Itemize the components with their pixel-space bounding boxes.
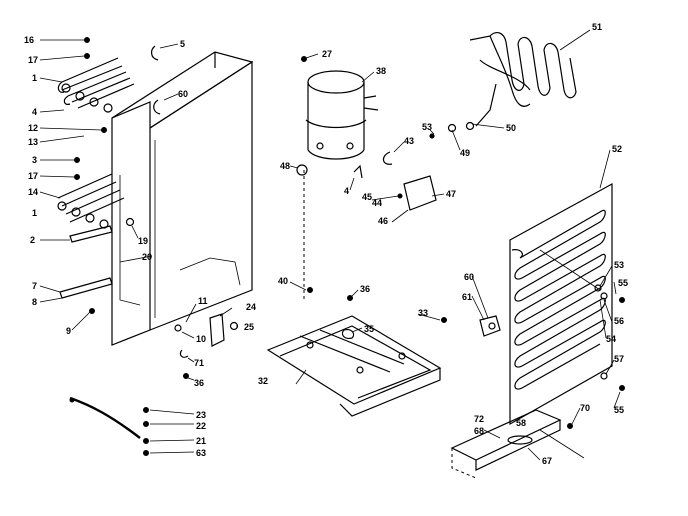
part-label: 45: [362, 192, 372, 202]
part-label: 4: [344, 186, 349, 196]
part-label: 47: [446, 189, 456, 199]
part-label: 38: [376, 66, 386, 76]
part-label: 10: [196, 334, 206, 344]
part-label: 71: [194, 358, 204, 368]
part-label: 3: [32, 155, 37, 165]
part-label: 2: [30, 235, 35, 245]
part-label: 54: [606, 334, 616, 344]
part-label: 1: [32, 208, 37, 218]
part-label: 67: [542, 456, 552, 466]
part-label: 40: [278, 276, 288, 286]
part-label: 68: [474, 426, 484, 436]
part-label: 17: [28, 171, 38, 181]
part-label: 55: [614, 405, 624, 415]
part-label: 36: [360, 284, 370, 294]
part-label: 19: [138, 236, 148, 246]
part-label: 27: [322, 49, 332, 59]
part-label: 53: [422, 122, 432, 132]
part-label: 43: [404, 136, 414, 146]
part-label: 12: [28, 123, 38, 133]
part-label: 70: [580, 403, 590, 413]
part-label: 22: [196, 421, 206, 431]
part-label: 72: [474, 414, 484, 424]
lower-condenser-rack: [57, 173, 125, 243]
part-label: 36: [194, 378, 204, 388]
left-fasteners: [74, 37, 239, 456]
part-label: 50: [506, 123, 516, 133]
part-label: 52: [612, 144, 622, 154]
part-label: 17: [28, 55, 38, 65]
part-label: 32: [258, 376, 268, 386]
part-label: 8: [32, 297, 37, 307]
drain-tray: [450, 409, 585, 479]
part-label: 48: [280, 161, 290, 171]
part-label: 5: [180, 39, 185, 49]
part-label: 23: [196, 410, 206, 420]
part-label: 14: [28, 187, 38, 197]
part-label: 13: [28, 137, 38, 147]
part-label: 56: [614, 316, 624, 326]
part-label: 44: [372, 198, 382, 208]
part-labels: 16 17 1 4 12 13 3 17 14 1 2 7 8 9 5 60 1…: [24, 22, 628, 466]
part-label: 25: [244, 322, 254, 332]
part-label: 53: [614, 260, 624, 270]
condenser-grid: [479, 182, 625, 429]
upper-condenser-rack: [57, 57, 135, 113]
evaporator-coil-top: [429, 32, 577, 139]
part-label: 11: [198, 296, 208, 306]
part-label: 63: [196, 448, 206, 458]
cabinet-shell: [111, 51, 254, 346]
part-label: 24: [246, 302, 256, 312]
part-label: 60: [464, 272, 474, 282]
compressor-parts: [296, 56, 437, 211]
part-label: 4: [32, 107, 37, 117]
part-label: 57: [614, 354, 624, 364]
part-label: 9: [66, 326, 71, 336]
part-label: 55: [618, 278, 628, 288]
leader-lines: [39, 29, 621, 461]
left-rail-strip: [59, 277, 113, 299]
part-label: 16: [24, 35, 34, 45]
part-label: 21: [196, 436, 206, 446]
part-label: 7: [32, 281, 37, 291]
part-label: 58: [516, 418, 526, 428]
part-label: 60: [178, 89, 188, 99]
compressor: [305, 70, 379, 160]
part-label: 35: [364, 324, 374, 334]
part-label: 1: [32, 73, 37, 83]
part-label: 20: [142, 252, 152, 262]
base-pan: [266, 170, 447, 417]
part-label: 46: [378, 216, 388, 226]
part-label: 49: [460, 148, 470, 158]
lower-parts-wire: [69, 396, 141, 439]
part-label: 51: [592, 22, 602, 32]
part-label: 33: [418, 308, 428, 318]
part-label: 61: [462, 292, 472, 302]
